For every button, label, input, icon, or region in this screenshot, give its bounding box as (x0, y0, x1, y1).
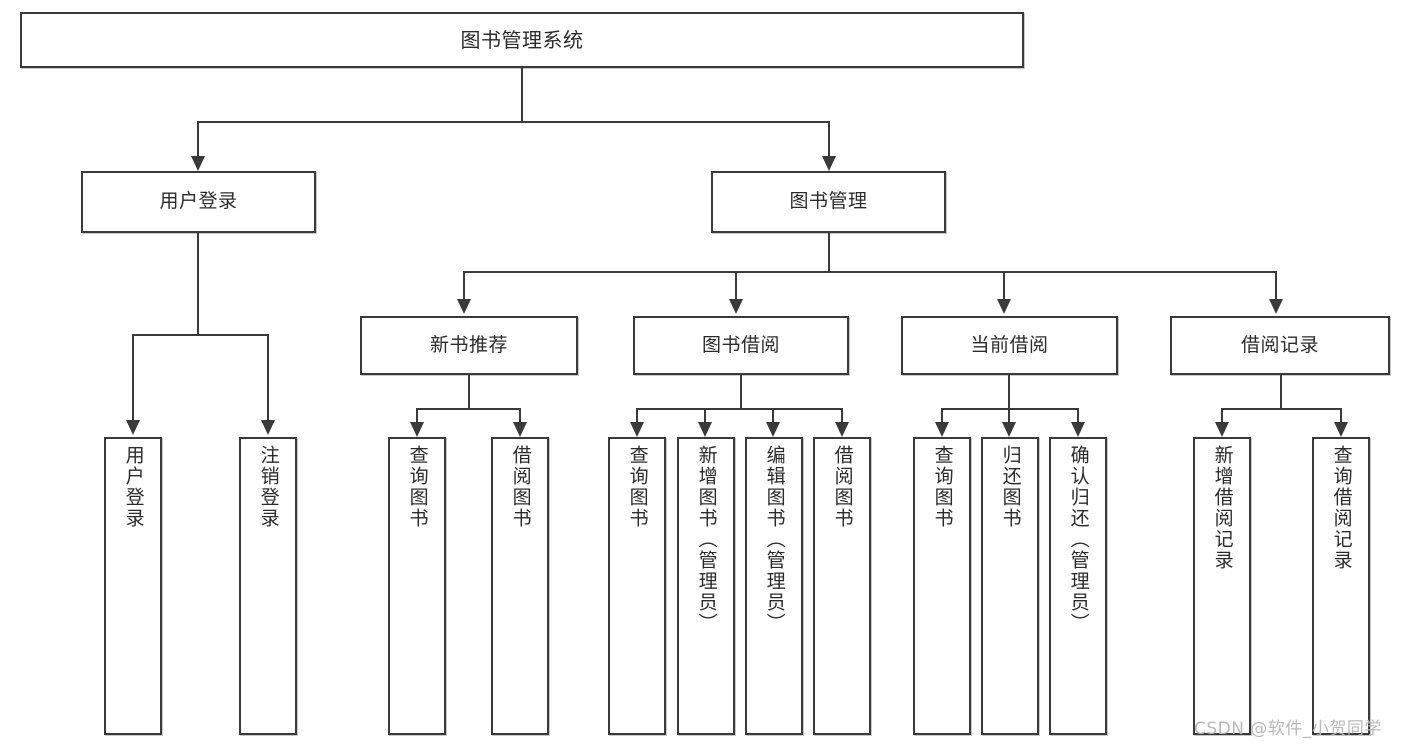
leaf-return-book[interactable]: 归还图书 (981, 437, 1039, 735)
leaf-query-book-borrow[interactable]: 查询图书 (608, 437, 666, 735)
edge-bookmanage-drop-4 (1275, 271, 1277, 301)
edge-borrowrecord-drop-2 (1340, 408, 1342, 424)
arrow-to-book-manage (822, 156, 836, 171)
edge-root-drop-book (828, 121, 830, 159)
node-label: 新增借阅记录 (1211, 445, 1234, 571)
edge-currentborrow-drop-2 (1008, 408, 1010, 424)
edge-currentborrow-stem (1008, 375, 1010, 409)
arrow-to-leaf-confirm-return (1071, 422, 1085, 437)
edge-userlogin-drop-2 (267, 334, 269, 422)
arrow-to-leaf-user-login (126, 420, 140, 435)
edge-bookmanage-drop-1 (463, 271, 465, 301)
arrow-to-current-borrow (997, 299, 1011, 314)
edge-borrowrecord-stem (1280, 375, 1282, 409)
node-label: 查询图书 (626, 445, 649, 529)
arrow-to-user-login (191, 156, 205, 171)
arrow-to-leaf-add-record (1215, 422, 1229, 437)
edge-newbook-bus (417, 408, 520, 410)
arrow-to-leaf-query-book-3 (935, 422, 949, 437)
node-new-book-recommend[interactable]: 新书推荐 (360, 316, 578, 375)
node-label: 查询借阅记录 (1330, 445, 1353, 571)
node-label: 新增图书（管理员） (695, 445, 718, 634)
leaf-add-borrow-record[interactable]: 新增借阅记录 (1193, 437, 1251, 735)
leaf-logout[interactable]: 注销登录 (239, 437, 297, 735)
node-label: 图书借阅 (701, 333, 780, 356)
edge-bookborrow-drop-2 (704, 408, 706, 424)
edge-userlogin-drop-1 (132, 334, 134, 422)
edge-newbook-drop-1 (416, 408, 418, 424)
arrow-to-leaf-logout (261, 420, 275, 435)
node-label: 当前借阅 (970, 333, 1049, 356)
node-borrow-record[interactable]: 借阅记录 (1170, 316, 1390, 375)
edge-bookmanage-bus (464, 271, 1276, 273)
edge-bookmanage-stem (828, 233, 830, 272)
edge-borrowrecord-bus (1222, 408, 1341, 410)
edge-userlogin-bus (133, 334, 268, 336)
arrow-to-book-borrow (729, 299, 743, 314)
edge-currentborrow-bus (942, 408, 1078, 410)
arrow-to-leaf-edit-book (766, 422, 780, 437)
edge-bookborrow-drop-4 (841, 408, 843, 424)
leaf-edit-book-admin[interactable]: 编辑图书（管理员） (745, 437, 803, 735)
node-label: 用户登录 (159, 190, 238, 213)
edge-currentborrow-drop-3 (1077, 408, 1079, 424)
node-label: 确认归还（管理员） (1067, 445, 1090, 634)
node-label: 借阅记录 (1240, 333, 1319, 356)
arrow-to-borrow-record (1269, 299, 1283, 314)
edge-userlogin-stem (197, 233, 199, 335)
leaf-query-book-current[interactable]: 查询图书 (913, 437, 971, 735)
edge-newbook-drop-2 (519, 408, 521, 424)
node-label: 借阅图书 (509, 445, 532, 529)
leaf-query-book-recommend[interactable]: 查询图书 (388, 437, 446, 735)
watermark-text: CSDN @软件_小贺同学 (1194, 719, 1382, 739)
edge-bookborrow-stem (740, 375, 742, 409)
leaf-borrow-book-recommend[interactable]: 借阅图书 (491, 437, 549, 735)
edge-bookmanage-drop-2 (735, 271, 737, 301)
node-label: 编辑图书（管理员） (763, 445, 786, 634)
leaf-add-book-admin[interactable]: 新增图书（管理员） (677, 437, 735, 735)
node-label: 归还图书 (999, 445, 1022, 529)
edge-newbook-stem (468, 375, 470, 409)
arrow-to-leaf-return-book (1002, 422, 1016, 437)
arrow-to-new-book (457, 299, 471, 314)
edge-bookborrow-drop-1 (636, 408, 638, 424)
edge-root-stem (521, 68, 523, 122)
node-book-management[interactable]: 图书管理 (711, 171, 946, 233)
node-label: 用户登录 (122, 445, 145, 529)
node-label: 注销登录 (257, 445, 280, 529)
arrow-to-leaf-borrow-book-1 (513, 422, 527, 437)
leaf-confirm-return-admin[interactable]: 确认归还（管理员） (1049, 437, 1107, 735)
node-label: 新书推荐 (429, 333, 508, 356)
node-label: 图书管理系统 (460, 27, 584, 52)
edge-bookmanage-drop-3 (1003, 271, 1005, 301)
edge-root-bus (198, 121, 830, 123)
arrow-to-leaf-borrow-book-2 (835, 422, 849, 437)
node-book-borrow[interactable]: 图书借阅 (633, 316, 849, 375)
edge-root-drop-user (197, 121, 199, 159)
node-user-login[interactable]: 用户登录 (81, 171, 316, 233)
arrow-to-leaf-query-book-2 (630, 422, 644, 437)
node-label: 图书管理 (789, 190, 868, 213)
arrow-to-leaf-query-record (1334, 422, 1348, 437)
node-label: 查询图书 (406, 445, 429, 529)
edge-bookborrow-drop-3 (772, 408, 774, 424)
node-root-system[interactable]: 图书管理系统 (20, 12, 1024, 68)
node-current-borrow[interactable]: 当前借阅 (901, 316, 1118, 375)
edge-bookborrow-bus (637, 408, 843, 410)
edge-borrowrecord-drop-1 (1221, 408, 1223, 424)
arrow-to-leaf-add-book (698, 422, 712, 437)
leaf-borrow-book[interactable]: 借阅图书 (813, 437, 871, 735)
node-label: 查询图书 (931, 445, 954, 529)
arrow-to-leaf-query-book-1 (410, 422, 424, 437)
edge-currentborrow-drop-1 (941, 408, 943, 424)
node-label: 借阅图书 (831, 445, 854, 529)
leaf-query-borrow-record[interactable]: 查询借阅记录 (1312, 437, 1370, 735)
leaf-user-login[interactable]: 用户登录 (104, 437, 162, 735)
